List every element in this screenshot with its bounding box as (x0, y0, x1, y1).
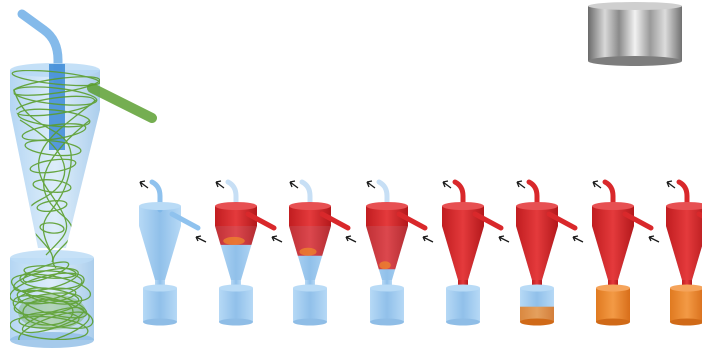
outlet-arrow-icon (290, 181, 298, 188)
cyclone-top-cap (366, 202, 408, 210)
dust-bin-cap (520, 285, 554, 292)
cyclone-frame-8 (666, 181, 702, 326)
cyclone-top-cap (139, 202, 181, 210)
outlet-arrow-icon (517, 181, 525, 188)
cyclone-frame-6 (516, 181, 583, 326)
dust-bin (370, 288, 404, 322)
bin-dust (596, 288, 630, 322)
outlet-arrow-icon (367, 181, 375, 188)
cyclone-frame-2 (215, 181, 282, 326)
dust-bin-base (293, 319, 327, 326)
dust-bin (293, 288, 327, 322)
dust-bin (219, 288, 253, 322)
cyclone-filling-sequence (139, 181, 702, 326)
dust-bin (446, 288, 480, 322)
dust-bin-cap (293, 285, 327, 292)
dust-bin-cap (370, 285, 404, 292)
large-cyclone-streamlines (7, 14, 152, 350)
streamline-dense-core (18, 294, 86, 330)
cyclone-frame-3 (289, 181, 356, 326)
outlet-arrow-icon (216, 181, 224, 188)
cyclone-top-cap (592, 202, 634, 210)
cyclone-frame-7 (592, 181, 659, 326)
dust-bin-base (596, 319, 630, 326)
inlet-arrow-icon (499, 236, 509, 242)
metallic-cylinder (588, 2, 682, 66)
dust-bin-base (370, 319, 404, 326)
inlet-arrow-icon (196, 236, 206, 242)
cyclone-frame-4 (366, 181, 433, 326)
cyclone-top-cap (516, 202, 558, 210)
dust-bin (143, 288, 177, 322)
inlet-pipe (92, 88, 152, 118)
cyclone-top-cap (215, 202, 257, 210)
cyclone-top-cap (289, 202, 331, 210)
cone-fluid (442, 226, 484, 280)
dust-bin-cap (143, 285, 177, 292)
dust-front (299, 248, 316, 256)
inlet-arrow-icon (346, 236, 356, 242)
dust-front (223, 237, 245, 245)
cyclone-top-cap (442, 202, 484, 210)
dust-front (379, 261, 390, 269)
outlet-arrow-icon (667, 181, 675, 188)
dust-bin-base (446, 319, 480, 326)
bin-dust (670, 288, 702, 322)
dust-bin-cap (219, 285, 253, 292)
cone-fluid (592, 226, 634, 280)
outlet-arrow-icon (140, 181, 148, 188)
cone-fluid (666, 226, 702, 280)
outlet-arrow-icon (593, 181, 601, 188)
cyclone-frame-5 (442, 181, 509, 326)
dust-bin-base (520, 319, 554, 326)
dust-bin-base (219, 319, 253, 326)
dust-bin-cap (596, 285, 630, 292)
inlet-arrow-icon (649, 236, 659, 242)
cyclone-frame-1 (139, 181, 206, 326)
inlet-arrow-icon (573, 236, 583, 242)
dust-bin-base (143, 319, 177, 326)
dust-bin-cap (446, 285, 480, 292)
cyclone-cone (139, 226, 181, 280)
inlet-arrow-icon (272, 236, 282, 242)
outlet-arrow-icon (443, 181, 451, 188)
cone-fluid (516, 226, 558, 280)
inlet-arrow-icon (423, 236, 433, 242)
